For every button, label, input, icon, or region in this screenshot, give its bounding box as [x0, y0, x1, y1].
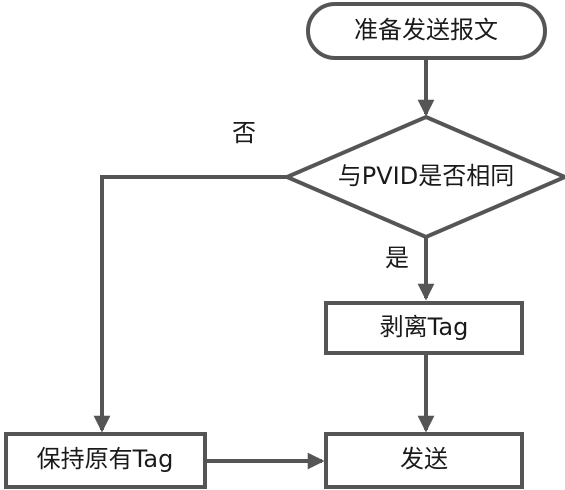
decision-node-label: 与PVID是否相同 — [338, 162, 514, 190]
start-node: 准备发送报文 — [306, 2, 547, 60]
send-node: 发送 — [324, 432, 524, 489]
keep-tag-node-label: 保持原有Tag — [37, 445, 174, 473]
edge-label-yes: 是 — [385, 244, 409, 272]
send-node-label: 发送 — [400, 445, 448, 473]
strip-tag-node-label: 剥离Tag — [380, 313, 469, 341]
keep-tag-node: 保持原有Tag — [4, 432, 207, 489]
edge-label-no: 否 — [232, 119, 256, 147]
decision-node: 与PVID是否相同 — [281, 114, 565, 240]
start-node-label: 准备发送报文 — [354, 16, 498, 44]
edge-decision-no-to-keep-tag — [93, 175, 287, 433]
strip-tag-node: 剥离Tag — [324, 301, 524, 355]
